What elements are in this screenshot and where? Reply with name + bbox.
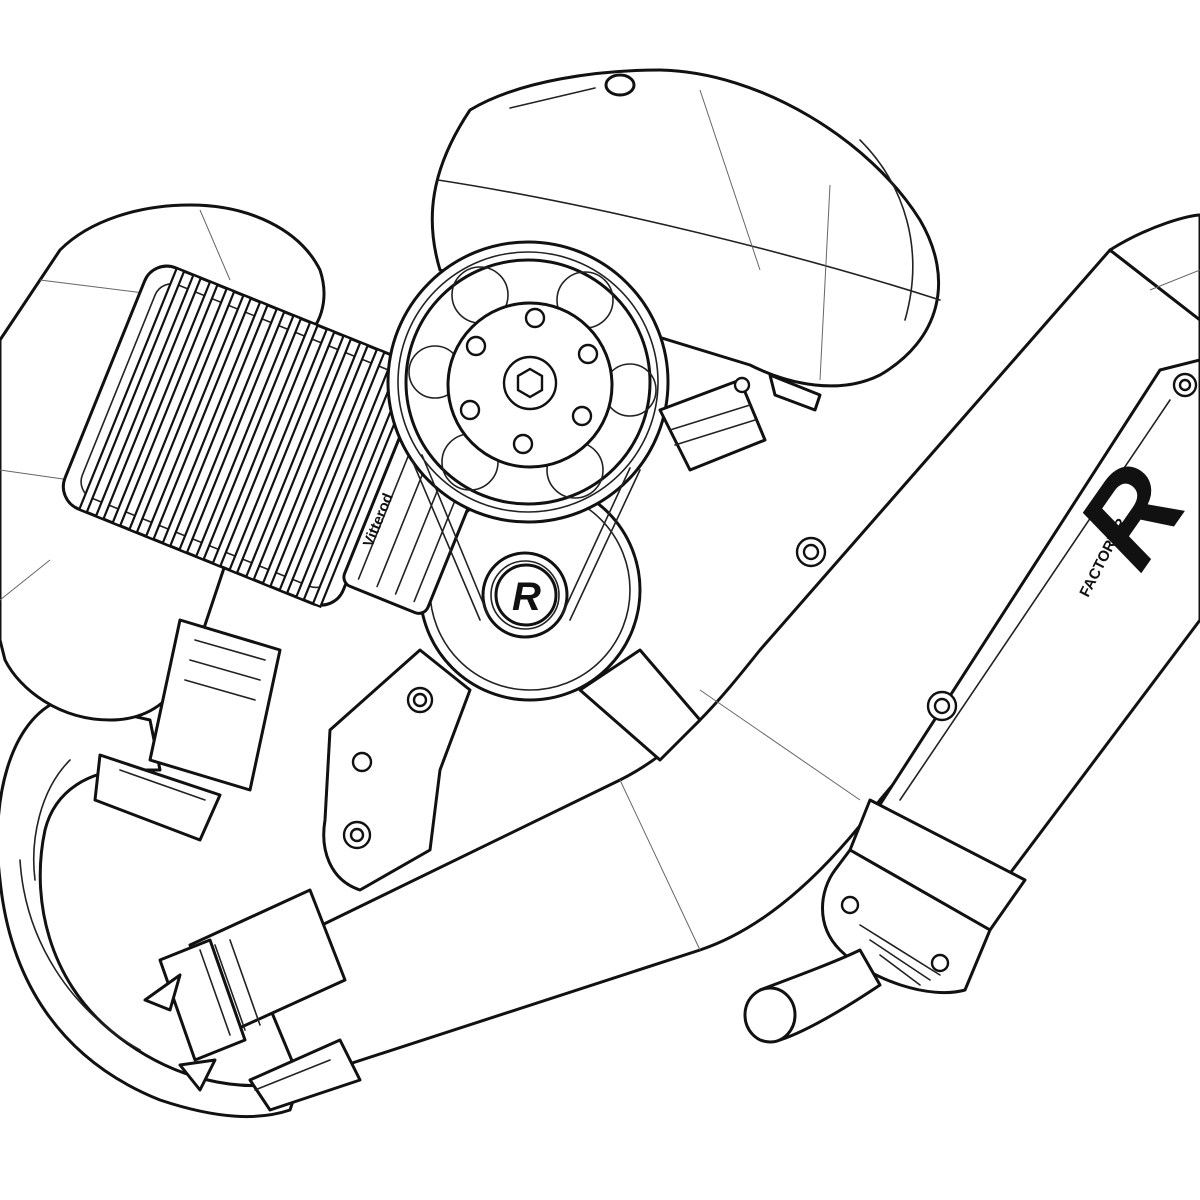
- cover-logo: R: [512, 575, 541, 619]
- boot-clamps: [143, 888, 362, 1112]
- mount-plate: [322, 536, 958, 892]
- muffler: [743, 358, 1200, 1044]
- cooling-fins: [77, 266, 420, 609]
- frame-tube: [248, 213, 1200, 1082]
- top-airbox: [430, 68, 941, 388]
- drive-belt: [411, 454, 641, 621]
- cover-logo-disc: [494, 563, 558, 627]
- drive-pulley: [386, 240, 670, 524]
- intake-manifold: [93, 618, 282, 842]
- throttle-linkage: [658, 373, 822, 472]
